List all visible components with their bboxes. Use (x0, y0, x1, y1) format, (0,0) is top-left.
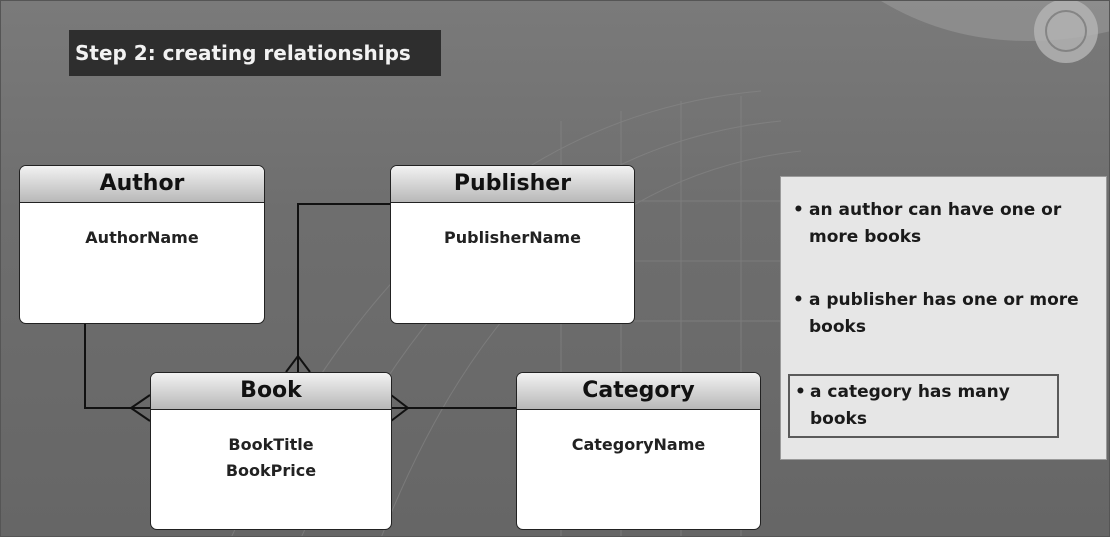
note-item-highlighted: • a category has many books (788, 374, 1059, 438)
notes-panel: • an author can have one or more books •… (780, 176, 1107, 460)
attribute-category-name: CategoryName (571, 435, 706, 454)
bullet-icon: • (793, 200, 804, 220)
note-text: an author can have one or more books (809, 200, 1062, 247)
note-text: a category has many books (810, 382, 1010, 429)
note-item: • a publisher has one or more books (791, 287, 1096, 341)
globe-icon (1034, 1, 1098, 63)
attribute-publisher-name: PublisherName (444, 228, 581, 247)
entity-book-name: Book (151, 373, 391, 410)
entity-author: Author AuthorName (19, 165, 265, 324)
bullet-icon: • (795, 382, 806, 402)
author-book-relationship-line (84, 324, 150, 409)
note-item: • an author can have one or more books (791, 197, 1096, 251)
category-book-crowfoot (390, 394, 410, 422)
entity-category: Category CategoryName (516, 372, 761, 530)
bullet-icon: • (793, 290, 804, 310)
entity-category-name: Category (517, 373, 760, 410)
author-book-crowfoot (129, 394, 151, 422)
entity-publisher: Publisher PublisherName (390, 165, 635, 324)
entity-publisher-name: Publisher (391, 166, 634, 203)
attribute-author-name: AuthorName (85, 228, 199, 247)
entity-author-name: Author (20, 166, 264, 203)
attribute-book-title: BookTitle (228, 435, 314, 454)
attribute-book-price: BookPrice (225, 461, 317, 480)
note-text: a publisher has one or more books (809, 290, 1079, 337)
entity-book: Book BookTitle BookPrice (150, 372, 392, 530)
slide-title: Step 2: creating relationships (69, 30, 441, 76)
publisher-book-crowfoot (285, 354, 311, 373)
publisher-book-relationship-line (297, 203, 390, 372)
